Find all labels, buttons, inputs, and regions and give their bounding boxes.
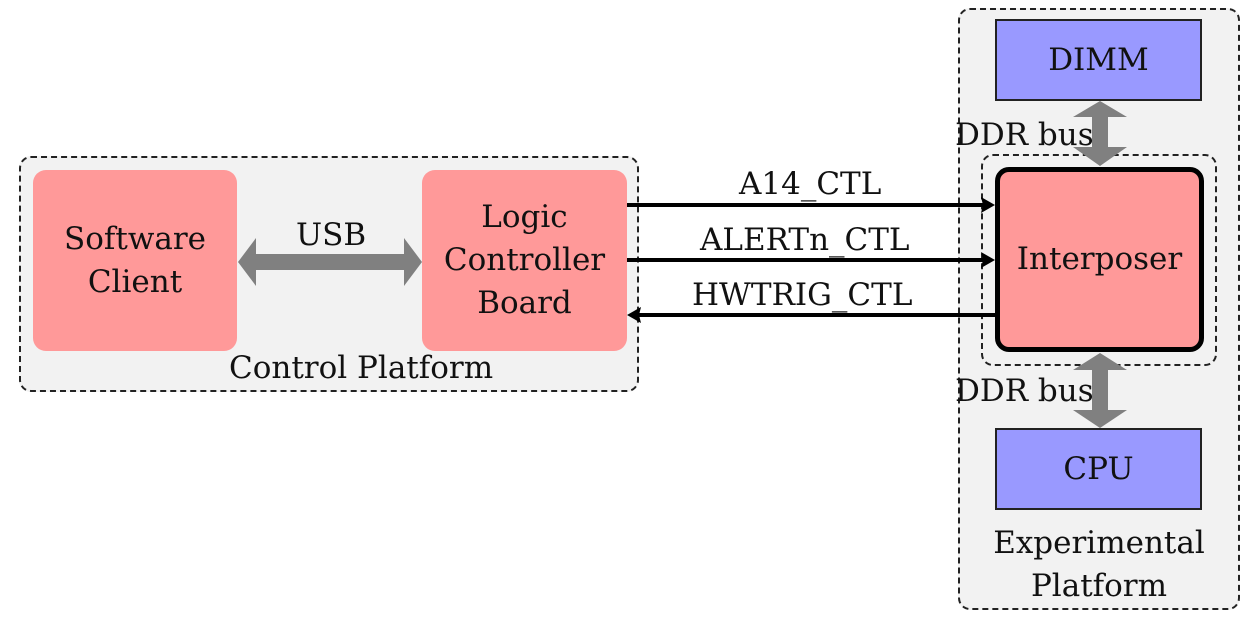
ddr-bus-bottom-arrow [1073,353,1127,428]
software-client-block: Software Client [33,170,237,351]
ddr-bus-bottom-label: DDR bus [955,373,1094,409]
a14-ctl-label: A14_CTL [739,166,882,202]
hwtrig-ctl-label: HWTRIG_CTL [692,277,913,313]
software-client-line2: Client [87,263,183,300]
ddr-bus-top-arrow [1073,101,1127,166]
experimental-platform-label-line1: Experimental [993,525,1205,561]
experimental-platform-label-line2: Platform [1030,567,1168,604]
dimm-block: DIMM [995,19,1202,101]
logic-controller-board-line3: Board [477,284,572,321]
alertn-ctl-arrow [627,252,995,268]
experimental-platform-label: Experimental Platform [978,522,1220,608]
logic-controller-board-block: Logic Controller Board [422,170,627,351]
logic-controller-board-line2: Controller [443,242,606,279]
interposer-label: Interposer [1016,241,1183,278]
usb-bus-arrow [238,238,422,286]
logic-controller-board-line1: Logic [481,199,568,236]
cpu-block: CPU [995,428,1202,510]
usb-label: USB [296,217,367,253]
a14-ctl-arrow [627,197,995,213]
hwtrig-ctl-arrow [627,307,995,323]
cpu-label: CPU [1063,450,1134,487]
ddr-bus-top-label: DDR bus [955,117,1094,153]
dimm-label: DIMM [1048,41,1149,78]
software-client-line1: Software [63,220,206,257]
interposer-block: Interposer [995,167,1204,352]
alertn-ctl-label: ALERTn_CTL [700,222,910,258]
control-platform-label: Control Platform [229,350,494,386]
